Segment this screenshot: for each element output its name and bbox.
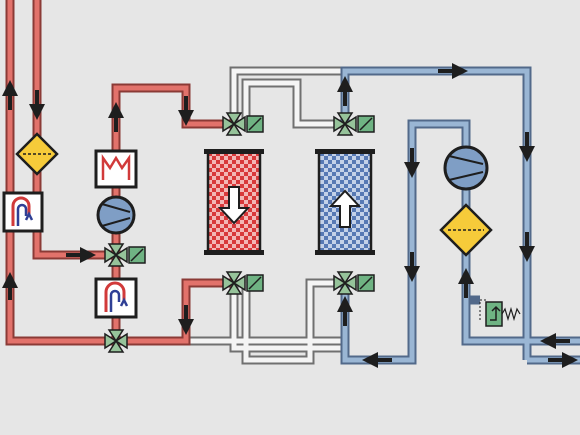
bed-hot-top-cap [204,149,264,154]
heat-exchanger-left-lower-body [94,277,138,319]
valve-body-right [114,332,128,350]
valve-body-left [104,332,118,350]
valve-body-right [232,115,246,133]
valve-actuator-slash [359,276,373,290]
valve-actuator-slash [130,248,144,262]
valve-cold-bed-top[interactable] [333,112,375,136]
pump-hot-triangle-a [101,203,131,213]
relief-valve-spring [501,306,521,322]
valve-body-left [104,246,118,264]
valve-body-left [222,274,236,292]
valve-body-top [336,271,354,285]
pump-hot-body [96,195,136,235]
bed-hot-bottom-cap [204,250,264,255]
heat-exchanger-left-upper[interactable] [2,191,44,233]
pump-hot-triangle-b [101,217,131,227]
valve-cold-bed-bottom[interactable] [333,271,375,295]
heater[interactable] [94,149,138,189]
relief-valve-pilot-line [479,299,488,320]
relief-valve-body [485,301,503,327]
valve-hot-bed-bottom[interactable] [222,271,264,295]
valve-body-left [333,115,347,133]
valve-body-bottom [107,339,125,353]
relief-valve-symbol [490,305,501,321]
valve-hot-circuit-mid[interactable] [104,243,146,267]
valve-body-right [343,115,357,133]
heat-exchanger-left-upper-cold-coil [16,203,34,226]
neutral-pipe-bottom-inner-fill [243,280,345,363]
heater-coil [101,154,131,180]
heat-exchanger-left-lower-cold-coil [109,289,129,312]
up-arrow-icon [328,189,362,228]
valve-body-left [333,274,347,292]
heat-exchanger-left-lower-hot-coil [104,281,126,312]
valve-body-top [225,112,243,126]
filter-hot[interactable] [15,132,59,176]
valve-actuator-slash [359,117,373,131]
valve-body-top [225,271,243,285]
bed-hot[interactable] [204,149,264,255]
neutral-pipe-fill [186,68,345,363]
valve-actuator-slash [248,117,262,131]
valve-body-bottom [336,281,354,295]
flow-arrows [2,63,578,368]
pressure-relief-valve[interactable] [479,299,521,327]
pump-cold-body [443,145,489,191]
valve-body-bottom [336,122,354,136]
valve-body-top [107,243,125,257]
pump-cold-triangle-b [448,171,484,181]
bed-cold-top-cap [315,149,375,154]
filter-cold[interactable] [439,203,493,257]
pump-cold[interactable] [443,145,489,191]
valve-body-right [232,274,246,292]
pump-hot[interactable] [96,195,136,235]
heat-exchanger-left-upper-hot-coil [11,196,31,226]
valve-body-right [114,246,128,264]
valve-body-top [107,329,125,343]
valve-body-top [336,112,354,126]
valve-body-bottom [225,122,243,136]
cold-pipe-bottom-fill [342,121,527,363]
valve-actuator-slash [248,276,262,290]
heat-exchanger-left-lower[interactable] [94,277,138,319]
valve-body-left [222,115,236,133]
valve-body-bottom [225,281,243,295]
neutral-pipe-top-inner-fill [243,80,345,127]
neutral-pipe-top-fill [231,68,345,124]
valve-hot-bed-top[interactable] [222,112,264,136]
down-arrow-icon [217,186,251,225]
valve-body-right [343,274,357,292]
neutral-pipes [186,66,345,365]
bed-cold[interactable] [315,149,375,255]
valve-body-bottom [107,253,125,267]
valve-hot-circuit-bottom[interactable] [104,329,128,353]
bed-cold-bottom-cap [315,250,375,255]
pump-cold-triangle-a [448,155,484,165]
filter-hot-body [15,132,59,176]
